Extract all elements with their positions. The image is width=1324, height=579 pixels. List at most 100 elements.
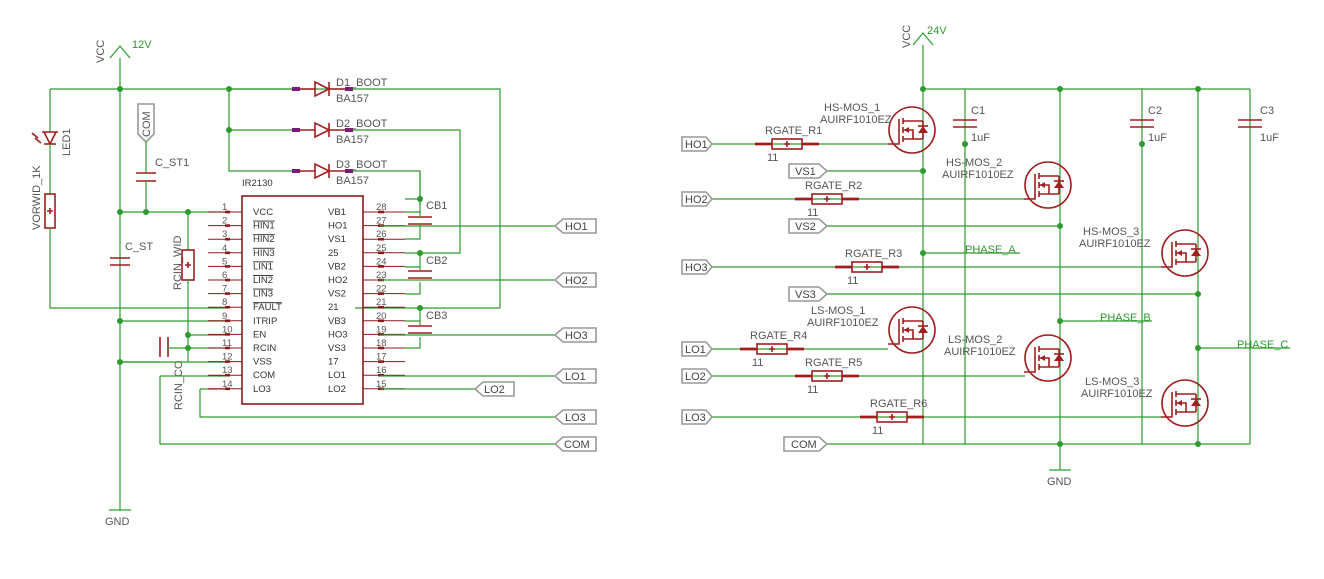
rcin-co-label: RCIN_CO <box>173 360 185 410</box>
ic-pin-number: 12 <box>222 352 233 363</box>
ic-pin-number: 24 <box>376 256 387 267</box>
ic-pin-name: HO2 <box>328 275 348 286</box>
cst-capacitor: C_ST <box>110 241 153 266</box>
junction <box>1195 441 1201 447</box>
resistor-name: RGATE_R1 <box>765 125 822 137</box>
resistor-name: RGATE_R2 <box>805 180 862 192</box>
net-label-com-right: COM <box>783 436 829 452</box>
d1-name: D1_BOOT <box>336 77 388 89</box>
capacitor-c1: C1 1uF <box>953 105 990 144</box>
junction <box>185 345 191 351</box>
rcin-wid-label: RCIN_WID <box>172 236 184 290</box>
d3-name: D3_BOOT <box>336 159 388 171</box>
ic-pin-name: LO2 <box>328 384 346 395</box>
ic-pin-number: 26 <box>376 229 387 240</box>
resistor-name: RGATE_R5 <box>805 357 862 369</box>
mosfet-name: HS-MOS_3 <box>1083 226 1139 238</box>
ho1-label: HO1 <box>565 221 588 233</box>
ic-pin-name: VCC <box>253 207 273 218</box>
c1-value: 1uF <box>971 132 990 144</box>
c2-name: C2 <box>1148 105 1162 117</box>
junction <box>185 332 191 338</box>
net-label-lo3-left: LO3 <box>553 409 597 425</box>
vs-net-label: VS1 <box>788 163 829 179</box>
d2-value: BA157 <box>336 134 369 146</box>
mosfet-name: HS-MOS_2 <box>946 157 1002 169</box>
ic-pin-number: 27 <box>376 216 387 227</box>
c2-value: 1uF <box>1148 132 1167 144</box>
junction <box>117 86 123 92</box>
d3-value: BA157 <box>336 175 369 187</box>
input-label-text: HO2 <box>685 194 708 206</box>
ic-pin-number: 16 <box>376 365 387 376</box>
ic-pin-name: VS2 <box>328 289 346 300</box>
ic-pin-name: LO3 <box>253 384 271 395</box>
gate-resistor: RGATE_R6 11 <box>860 398 927 437</box>
boot-cap-cb3: CB3 <box>405 308 447 349</box>
junction <box>1057 86 1063 92</box>
resistor-value: 11 <box>872 425 883 437</box>
gate-resistors: RGATE_R111RGATE_R211RGATE_R311RGATE_R411… <box>740 125 927 437</box>
ic-pin-name: 17 <box>328 357 339 368</box>
phase-a-text: PHASE_A <box>965 244 1016 256</box>
ic-pin-name: VB3 <box>328 316 346 327</box>
ic-pin-number: 8 <box>222 297 227 308</box>
three-phase-bridge: VCC 24V GND PHASE_A PHASE_B PHASE_C <box>681 25 1290 488</box>
ic-pin-name: HO1 <box>328 221 348 232</box>
ic-pin-number: 10 <box>222 324 233 335</box>
ic-pin-name: LO1 <box>328 370 346 381</box>
mosfets: HS-MOS_1AUIRF1010EZHS-MOS_2AUIRF1010EZHS… <box>807 102 1209 427</box>
phase-c-label: PHASE_C <box>1237 339 1288 351</box>
junction <box>1139 141 1145 147</box>
com-label: COM <box>564 439 590 451</box>
ic-pin-number: 25 <box>376 243 387 254</box>
net-label-lo2-left: LO2 <box>473 381 515 397</box>
ic-pin-right: 27 HO1 <box>328 216 405 232</box>
phase-b-label: PHASE_B <box>1100 312 1151 324</box>
phase-b-text: PHASE_B <box>1100 312 1151 324</box>
resistor-name: RGATE_R6 <box>870 398 927 410</box>
ic-pin-name: VS1 <box>328 234 346 245</box>
vcc-value-label-right: 24V <box>927 25 947 37</box>
capacitor-c2: C2 1uF <box>1130 105 1167 144</box>
ic-pin-number: 21 <box>376 297 387 308</box>
ic-pin-name: HIN3 <box>253 248 275 259</box>
resistor-name: RGATE_R3 <box>845 248 902 260</box>
ic-pin-name: HIN2 <box>253 234 275 245</box>
ic-pin-number: 14 <box>222 379 233 390</box>
input-net-label: LO3 <box>681 409 714 425</box>
ic-pin-right: 16 LO1 <box>328 365 405 381</box>
ic-pin-name: HIN1 <box>253 221 275 232</box>
mosfet-part: AUIRF1010EZ <box>1079 238 1151 250</box>
mosfet-part: AUIRF1010EZ <box>942 169 1014 181</box>
boot-cap-cb1: CB1 <box>405 198 447 240</box>
ic-pin-name: LIN2 <box>253 275 273 286</box>
vcc-net-label: VCC <box>95 40 107 63</box>
boot-diode-d2: D2_BOOT BA157 <box>292 118 388 146</box>
ic-pin-number: 6 <box>222 270 227 281</box>
gnd-label-right: GND <box>1047 476 1072 488</box>
junction <box>1195 86 1201 92</box>
boot-cap-cb2: CB2 <box>405 253 447 295</box>
input-label-text: LO3 <box>685 412 706 424</box>
phase-a-label: PHASE_A <box>965 244 1016 256</box>
vcc-value-label: 12V <box>132 39 152 51</box>
cb2-label: CB2 <box>426 255 447 267</box>
mosfet-part: AUIRF1010EZ <box>820 114 892 126</box>
vs-net-label: VS2 <box>788 218 829 234</box>
ic-pin-name: 25 <box>328 248 339 259</box>
boot-diode-d1: D1_BOOT BA157 <box>229 77 388 105</box>
d1-value: BA157 <box>336 93 369 105</box>
